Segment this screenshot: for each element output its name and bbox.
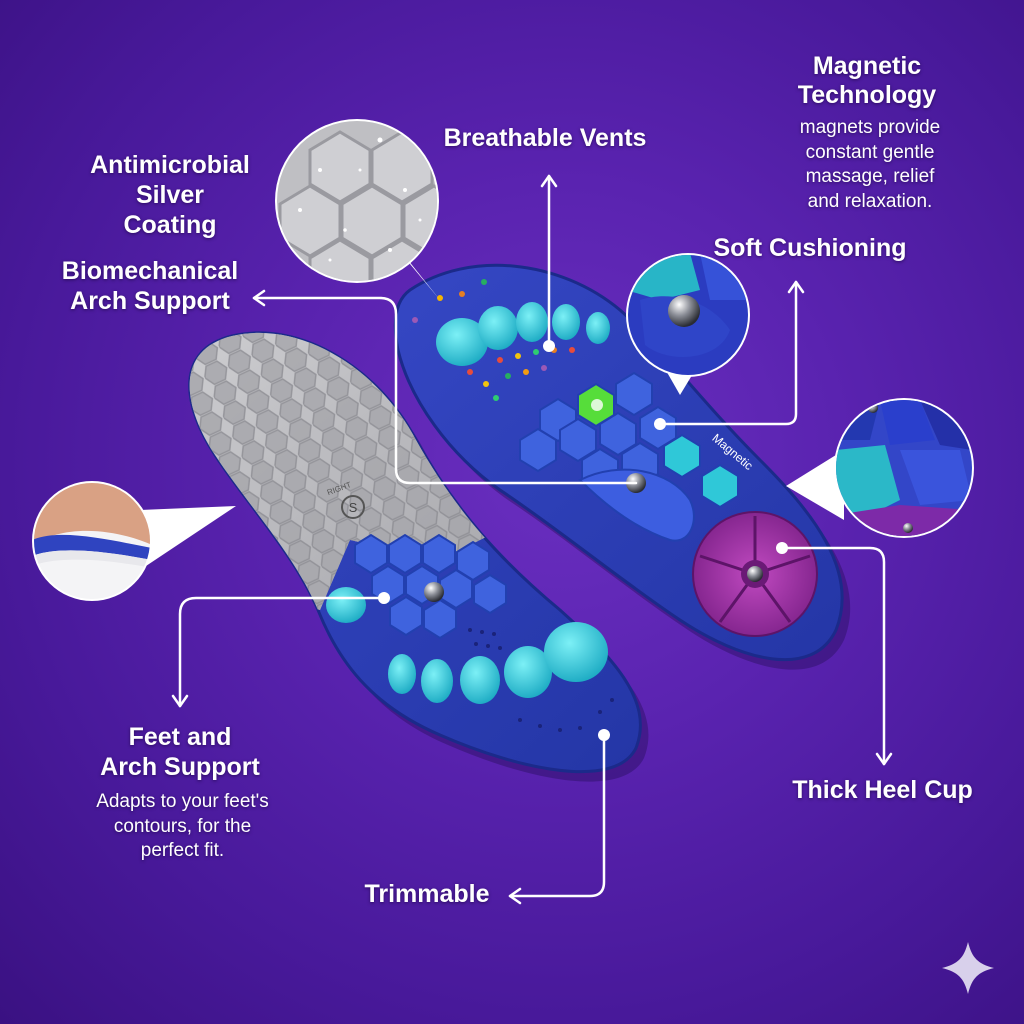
feet-arch-desc-line1: Adapts to your feet's (96, 791, 269, 812)
magnetic-desc-line4: and relaxation. (807, 191, 933, 213)
antimicrobial-line3: Coating (123, 211, 217, 239)
size-mark: S (349, 500, 358, 515)
feet-arch-desc-line3: perfect fit. (140, 840, 225, 862)
feet-arch-line1: Feet and (128, 723, 232, 751)
feet-arch-line2: Arch Support (100, 753, 260, 781)
zoom-heel-cup (786, 398, 974, 538)
label-biomechanical-arch: Biomechanical Arch Support (40, 256, 260, 316)
callout-lines (171, 174, 893, 905)
heel-cushion (692, 511, 818, 637)
label-soft-cushioning: Soft Cushioning (713, 234, 907, 262)
biomech-line2: Arch Support (70, 287, 230, 315)
antimicrobial-line1: Antimicrobial (90, 151, 250, 179)
right-metatarsal-pad (519, 371, 739, 509)
magnet-left (424, 582, 444, 602)
magnetic-desc-line2: constant gentle (805, 141, 935, 163)
magnetic-title-line2: Technology (797, 80, 937, 109)
antimicrobial-line2: Silver (135, 181, 205, 209)
zoom-silver-coating (275, 119, 440, 300)
label-magnetic-technology: Magnetic Technology (762, 52, 972, 110)
magnetic-title-line1: Magnetic (812, 52, 922, 80)
feet-arch-desc-line2: contours, for the (113, 815, 252, 837)
zoom-magnet-cushion (626, 253, 750, 395)
magnetic-description: magnets provide constant gentle massage,… (770, 116, 970, 215)
right-toe-pads (436, 302, 610, 366)
sparkle-icon (942, 942, 994, 994)
left-toe-pads (388, 622, 608, 704)
acupressure-dots (412, 279, 575, 401)
magnetic-desc-line1: magnets provide (799, 117, 941, 138)
label-breathable-vents: Breathable Vents (443, 124, 647, 152)
label-thick-heel-cup: Thick Heel Cup (792, 776, 973, 804)
label-feet-arch-support: Feet and Arch Support (70, 722, 290, 782)
label-antimicrobial: Antimicrobial Silver Coating (70, 150, 270, 240)
biomech-line1: Biomechanical (61, 257, 239, 285)
feet-arch-description: Adapts to your feet's contours, for the … (70, 790, 295, 864)
label-trimmable: Trimmable (364, 880, 490, 908)
zoom-arch-support (32, 481, 236, 601)
magnetic-desc-line3: massage, relief (805, 166, 935, 188)
